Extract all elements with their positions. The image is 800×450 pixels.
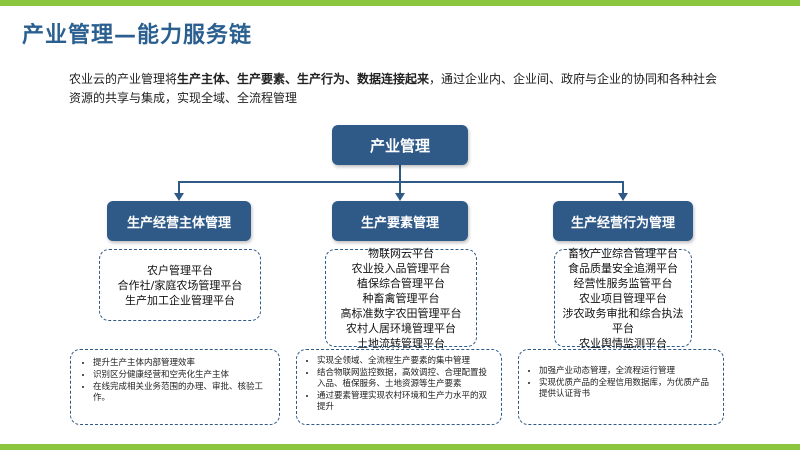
arrow-center	[395, 193, 405, 201]
platform-item: 生产加工企业管理平台	[125, 293, 235, 307]
note-item: 加强产业动态管理，全流程运行管理	[539, 366, 717, 377]
note-item: 识别区分健康经营和空壳化生产主体	[93, 370, 273, 381]
note-item: 提升生产主体内部管理效率	[93, 358, 273, 369]
connector-horizontal	[178, 181, 624, 183]
arrow-right	[618, 193, 628, 201]
intro-text-2: ，通过企业内、企业间、政府与企业的协同和各种社会资源的共享与集成，实现全域、全流…	[69, 72, 718, 105]
connector-left-down	[178, 181, 180, 193]
platform-item: 涉农政务审批和综合执法	[562, 306, 684, 320]
platform-item: 平台	[612, 321, 634, 335]
bottom-accent-bar	[0, 444, 800, 450]
intro-bold-text: 生产主体、生产要素、生产行为、数据连接起来	[177, 72, 430, 86]
notes-factor: 实现全领域、全流程生产要素的集中管理 结合物联网监控数据，高效调控、合理配置投入…	[296, 349, 502, 425]
intro-paragraph: 农业云的产业管理将生产主体、生产要素、生产行为、数据连接起来，通过企业内、企业间…	[69, 70, 729, 108]
platform-list-factor: 物联网云平台 农业投入品管理平台 植保综合管理平台 种畜禽管理平台 高标准数字农…	[325, 246, 477, 350]
platform-item: 农业投入品管理平台	[351, 261, 451, 275]
platform-item: 农业项目管理平台	[579, 291, 667, 305]
platform-list-behavior: 畜牧产业综合管理平台 食品质量安全追溯平台 经营性服务监管平台 农业项目管理平台…	[554, 246, 692, 350]
root-node: 产业管理	[332, 125, 468, 165]
arrow-left	[174, 193, 184, 201]
platform-item: 农村人居环境管理平台	[346, 321, 456, 335]
platform-item: 植保综合管理平台	[357, 276, 445, 290]
note-item: 通过要素管理实现农村环境和生产力水平的双提升	[317, 391, 495, 413]
branch-node-behavior: 生产经营行为管理	[553, 201, 693, 241]
branch-node-factor: 生产要素管理	[332, 201, 468, 241]
intro-text-1: 农业云的产业管理将	[69, 72, 178, 86]
platform-item: 畜牧产业综合管理平台	[568, 246, 678, 260]
note-item: 实现全领域、全流程生产要素的集中管理	[317, 356, 495, 367]
note-item: 实现优质产品的全程信用数据库，为优质产品提供认证背书	[539, 378, 717, 400]
platform-item: 高标准数字农田管理平台	[340, 306, 462, 320]
connector-center-down	[399, 181, 401, 193]
platform-item: 合作社/家庭农场管理平台	[117, 278, 243, 292]
platform-item: 农户管理平台	[147, 263, 213, 277]
platform-item: 食品质量安全追溯平台	[568, 261, 678, 275]
notes-subject: 提升生产主体内部管理效率 识别区分健康经营和空壳化生产主体 在线完成相关业务范围…	[70, 349, 280, 425]
connector-root-down	[399, 165, 401, 182]
page-title: 产业管理—能力服务链	[22, 23, 253, 48]
connector-right-down	[622, 181, 624, 193]
platform-item: 农业舆情监测平台	[579, 336, 667, 350]
platform-item: 种畜禽管理平台	[362, 291, 440, 305]
platform-list-subject: 农户管理平台 合作社/家庭农场管理平台 生产加工企业管理平台	[99, 249, 261, 321]
platform-item: 物联网云平台	[368, 246, 434, 260]
notes-behavior: 加强产业动态管理，全流程运行管理 实现优质产品的全程信用数据库，为优质产品提供认…	[518, 349, 724, 425]
platform-item: 土地流转管理平台	[357, 336, 445, 350]
note-item: 结合物联网监控数据，高效调控、合理配置投入品、植保服务、土地资源等生产要素	[317, 368, 495, 390]
top-accent-bar	[0, 0, 800, 6]
platform-item: 经营性服务监管平台	[573, 276, 673, 290]
branch-node-subject: 生产经营主体管理	[107, 201, 251, 241]
note-item: 在线完成相关业务范围的办理、审批、核验工作。	[93, 382, 273, 404]
